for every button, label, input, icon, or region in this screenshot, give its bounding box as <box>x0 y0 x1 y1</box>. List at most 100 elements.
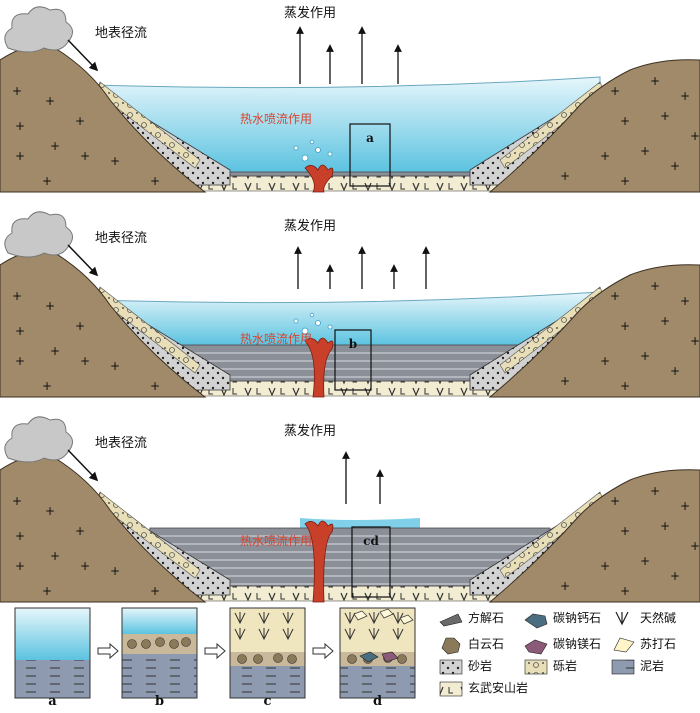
runoff-arrow-icon <box>67 39 99 72</box>
mountain-cross: + <box>45 504 55 518</box>
mudstone-symbol-icon <box>611 659 635 675</box>
bubble-icon <box>327 324 333 330</box>
mountain-cross: + <box>690 129 700 143</box>
mountain-cross: + <box>560 169 570 183</box>
stage-frame <box>339 607 416 699</box>
runoff-label: 地表径流 <box>95 26 147 41</box>
mountain-cross: + <box>620 319 630 333</box>
mountain-cross: + <box>620 379 630 393</box>
stage-caption: a <box>48 694 57 709</box>
hydrothermal-vent-icon <box>304 337 334 398</box>
trona-crystal-icon <box>344 628 356 641</box>
mountain-cross: + <box>15 119 25 133</box>
mountain-cross: + <box>45 94 55 108</box>
legend-label: 玄武安山岩 <box>468 680 528 695</box>
trona-crystal-icon <box>258 612 270 625</box>
mountain-cross: + <box>660 519 670 533</box>
northupite-symbol-icon <box>524 639 548 655</box>
mountain-cross: + <box>680 89 690 103</box>
mountain-cross: + <box>12 289 22 303</box>
trona-crystal-icon <box>234 628 246 641</box>
legend-label: 泥岩 <box>640 658 664 673</box>
legend-label: 天然碱 <box>640 610 676 625</box>
stage-frame <box>229 607 306 699</box>
dolomite-grain-icon <box>127 639 137 649</box>
hydrothermal-label: 热水喷流作用 <box>240 332 312 346</box>
legend-item-mudstone: 泥岩 <box>611 658 664 675</box>
hydrothermal-label: 热水喷流作用 <box>240 112 312 126</box>
sample-box-label: b <box>349 337 357 351</box>
trona-crystal-icon <box>344 612 356 625</box>
bubble-icon <box>315 147 321 153</box>
dolomite-symbol-icon <box>441 637 461 655</box>
mountain-cross: + <box>12 84 22 98</box>
stage-caption: d <box>373 694 382 709</box>
mountain-cross: + <box>150 584 160 598</box>
stage-caption: b <box>155 694 164 709</box>
mountain-cross: + <box>560 374 570 388</box>
stage-column-d: d <box>339 607 416 709</box>
legend-label: 白云石 <box>468 636 504 651</box>
stage-evaporite <box>340 608 415 652</box>
dolomite-grain-icon <box>273 653 283 663</box>
mountain-cross: + <box>640 144 650 158</box>
legend-item-nahcolite: 苏打石 <box>613 637 676 653</box>
mountain-cross: + <box>15 529 25 543</box>
legend-label: 砾岩 <box>553 658 577 673</box>
lake-water <box>94 76 601 173</box>
dolomite-grain-icon <box>237 654 247 664</box>
dolomite-grain-icon <box>181 637 191 647</box>
mountain-cross: + <box>15 149 25 163</box>
bubble-icon <box>293 318 299 324</box>
mountain-right <box>488 469 700 603</box>
lake-water <box>94 291 601 346</box>
trona-crystal-icon <box>258 628 270 641</box>
northupite-grain-icon <box>381 651 399 663</box>
calcite-symbol-icon <box>439 613 463 627</box>
mountain-cross: + <box>650 279 660 293</box>
mountain-cross: + <box>110 564 120 578</box>
mountain-cross: + <box>620 584 630 598</box>
trona-symbol-icon <box>615 611 629 626</box>
legend-item-dolomite: 白云石 <box>441 636 504 655</box>
hydrothermal-vent-icon <box>304 520 334 603</box>
mountain-cross: + <box>680 294 690 308</box>
shortite-grain-icon <box>359 651 379 663</box>
stage-evaporite <box>230 608 305 652</box>
hydrothermal-vent-icon <box>304 164 334 193</box>
mountain-cross: + <box>610 84 620 98</box>
sample-box <box>334 329 372 391</box>
sample-box-label: cd <box>363 534 379 548</box>
mountain-cross: + <box>150 174 160 188</box>
stage-mudstone <box>340 666 415 698</box>
mountain-cross: + <box>15 354 25 368</box>
nahcolite-crystal-icon <box>353 610 368 621</box>
trona-crystal-icon <box>392 628 404 641</box>
sample-box <box>351 526 391 598</box>
stage-transition-arrow-icon <box>97 642 119 660</box>
dolomite-grain-icon <box>287 654 297 664</box>
cloud-icon <box>4 416 73 463</box>
mountain-cross: + <box>560 579 570 593</box>
stage-frame <box>121 607 198 699</box>
legend-label: 苏打石 <box>640 637 676 651</box>
mountain-cross: + <box>680 499 690 513</box>
mountain-cross: + <box>80 354 90 368</box>
mountain-cross: + <box>45 299 55 313</box>
mountain-cross: + <box>600 354 610 368</box>
stage-column-a: a <box>14 607 119 709</box>
mountain-cross: + <box>75 524 85 538</box>
basalt-symbol-icon <box>439 681 463 697</box>
trona-crystal-icon <box>282 628 294 641</box>
legend-item-northupite: 碳钠镁石 <box>524 636 601 655</box>
shortite-symbol-icon <box>524 613 548 629</box>
mountain-cross: + <box>670 569 680 583</box>
legend-item-trona: 天然碱 <box>615 610 676 626</box>
legend-item-basalt: 玄武安山岩 <box>439 680 528 697</box>
runoff-arrow-icon <box>67 244 99 277</box>
stage-column-b: b <box>121 607 226 709</box>
legend-item-conglomerate: 砾岩 <box>524 658 577 675</box>
